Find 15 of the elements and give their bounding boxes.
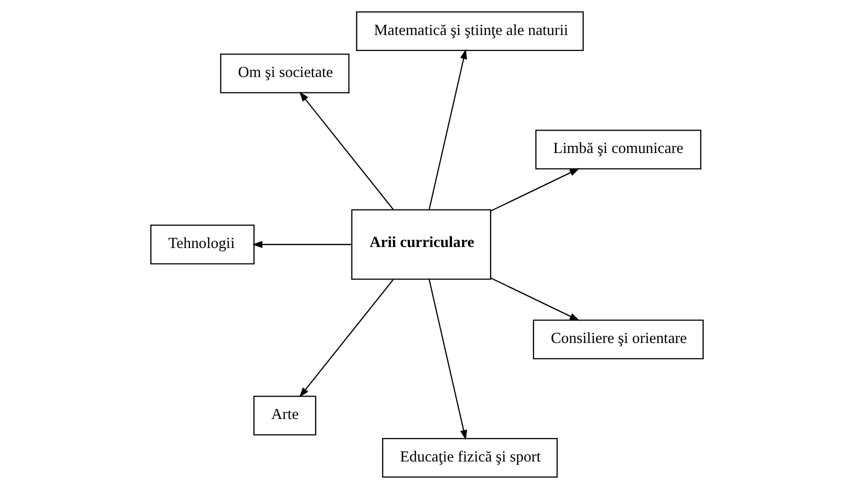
node-box: Educaţie fizică şi sport — [382, 438, 558, 478]
node-box: Consiliere şi orientare — [532, 320, 704, 360]
arrow — [299, 92, 394, 210]
arrow — [428, 279, 468, 440]
node-box: Matematică şi ştiinţe ale naturii — [356, 11, 584, 52]
arrow — [428, 48, 468, 210]
node-box: Om şi societate — [220, 54, 350, 94]
node-box: Arte — [253, 396, 316, 436]
node-box: Limbă şi comunicare — [535, 130, 702, 170]
node-box: Tehnologii — [150, 224, 255, 264]
node-box: Arii curriculare — [351, 209, 492, 280]
arrow — [490, 277, 580, 321]
arrow — [252, 240, 352, 248]
arrow — [490, 168, 580, 212]
arrow — [299, 279, 394, 398]
